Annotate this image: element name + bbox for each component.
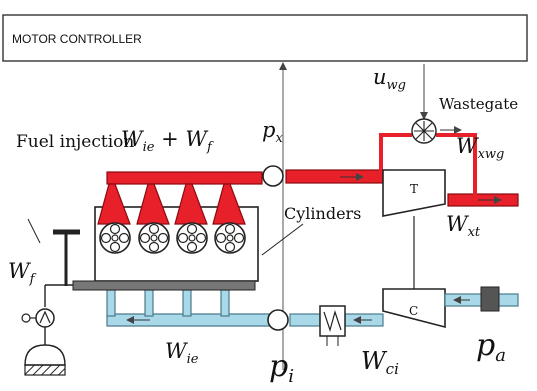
label-pa: pa [476, 328, 506, 366]
label-wf: Wf [8, 259, 37, 287]
fuel-injection-label: Fuel injection [16, 132, 134, 152]
turbine [382, 169, 446, 217]
wastegate-bypass-in [379, 133, 412, 172]
label-px: px [262, 118, 283, 146]
exhaust-runners [97, 183, 246, 225]
label-pi: pi [269, 349, 294, 387]
motor-controller-box [2, 14, 528, 62]
exhaust-pressure-node [262, 165, 284, 187]
cylinder-3 [176, 222, 208, 254]
label-wxwg: Wxwg [456, 134, 504, 162]
fuel-rail [72, 280, 256, 291]
exhaust-pipe [285, 169, 387, 184]
label-wci: Wci [361, 347, 399, 378]
cylinder-2 [138, 222, 170, 254]
compressor [382, 288, 446, 329]
cylinder-1 [99, 222, 131, 254]
fuel-tank [24, 344, 66, 366]
fuel-tank-base [24, 364, 66, 376]
wastegate-label: Wastegate [439, 95, 518, 113]
motor-controller-title: MOTOR CONTROLLER [12, 32, 142, 46]
turbine-label: T [410, 182, 418, 196]
exhaust-manifold [106, 171, 263, 185]
cylinder-4 [214, 222, 246, 254]
air-filter [480, 286, 500, 312]
label-wxt: Wxt [446, 212, 481, 240]
label-wie: Wie [165, 339, 199, 367]
wastegate-bypass-out [436, 133, 477, 196]
fuel-injection-pointer [27, 218, 41, 244]
label-uwg: uwg [373, 65, 406, 93]
intercooler-outlet-pipe [289, 313, 321, 327]
label-wie-plus-wf: Wie + Wf [121, 127, 214, 155]
intake-pressure-node [267, 309, 289, 331]
compressor-label: C [409, 304, 418, 318]
cylinders-pointer [261, 223, 304, 256]
cylinders-label: Cylinders [284, 204, 361, 223]
